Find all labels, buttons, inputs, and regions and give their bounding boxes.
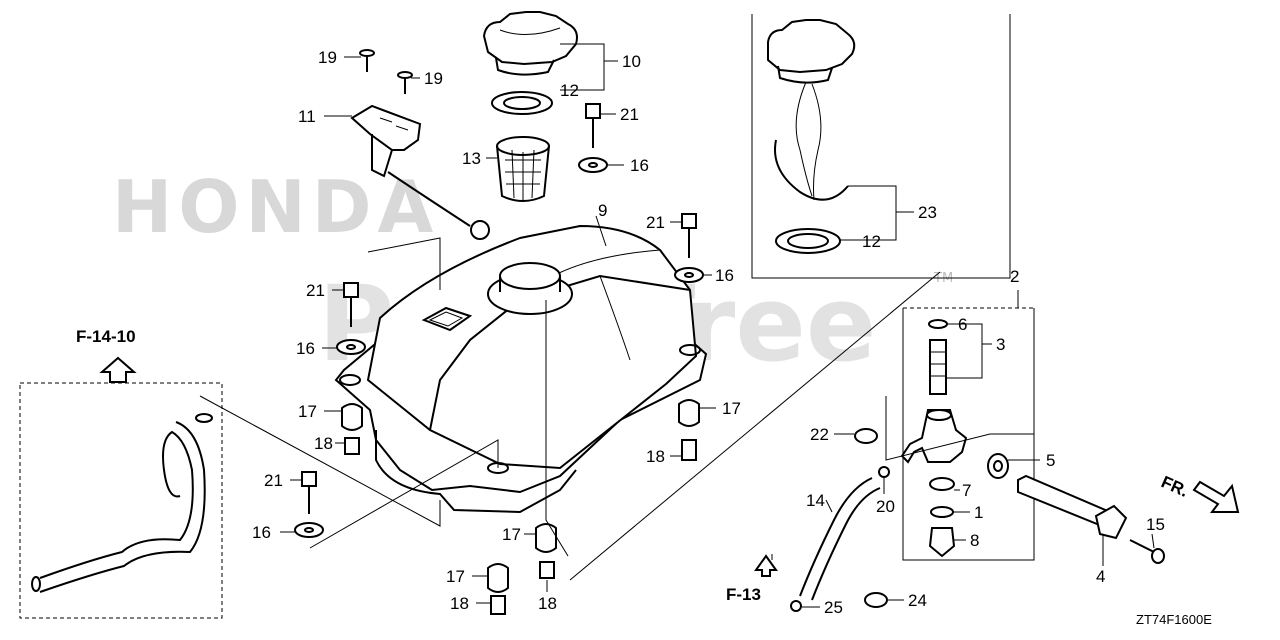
valve-knob-icon[interactable] <box>928 527 956 558</box>
callout-24[interactable]: 24 <box>908 591 927 610</box>
callout-21[interactable]: 21 <box>646 213 665 232</box>
fuel-cap-icon[interactable] <box>482 11 578 76</box>
callout-6[interactable]: 6 <box>958 315 967 334</box>
callout-14[interactable]: 14 <box>806 491 825 510</box>
honda-watermark: HONDA <box>112 165 439 249</box>
callout-23[interactable]: 23 <box>918 203 937 222</box>
fuel-strainer-icon[interactable] <box>496 136 550 202</box>
front-direction-arrow-icon <box>1192 480 1240 513</box>
reference-f-13[interactable]: F-13 <box>726 585 761 604</box>
fuel-valve-icon[interactable] <box>900 409 968 464</box>
callout-12[interactable]: 12 <box>862 232 881 251</box>
callout-3[interactable]: 3 <box>996 335 1005 354</box>
screw-icon[interactable] <box>397 71 413 94</box>
screw-icon[interactable] <box>359 49 375 72</box>
callout-labels: 19 19 11 10 12 13 21 16 9 21 16 21 16 17… <box>252 48 1165 617</box>
hose-clip-icon[interactable] <box>878 466 890 478</box>
callout-19[interactable]: 19 <box>318 48 337 67</box>
fuel-tank-icon[interactable] <box>334 224 708 514</box>
cushion-icon[interactable] <box>341 403 363 431</box>
callout-17[interactable]: 17 <box>446 567 465 586</box>
valve-spring-icon[interactable] <box>929 477 955 491</box>
callout-25[interactable]: 25 <box>824 598 843 617</box>
callout-18[interactable]: 18 <box>450 594 469 613</box>
bolt-icon[interactable] <box>585 103 601 148</box>
cap-gasket-icon[interactable] <box>775 228 841 254</box>
valve-packing-icon[interactable] <box>930 506 954 518</box>
diagram-code: ZT74F1600E <box>1136 612 1212 627</box>
callout-7[interactable]: 7 <box>962 481 971 500</box>
screw-icon[interactable] <box>1129 539 1165 564</box>
front-direction-label: FR. <box>1158 472 1191 500</box>
callout-4[interactable]: 4 <box>1096 567 1105 586</box>
washer-icon[interactable] <box>578 157 608 173</box>
callout-2[interactable]: 2 <box>1010 267 1019 286</box>
fuel-gauge-icon[interactable] <box>350 104 490 240</box>
callout-18[interactable]: 18 <box>538 594 557 613</box>
bolt-icon[interactable] <box>301 471 317 514</box>
callout-9[interactable]: 9 <box>598 201 607 220</box>
callout-18[interactable]: 18 <box>646 447 665 466</box>
callout-21[interactable]: 21 <box>306 281 325 300</box>
hose-clip-icon[interactable] <box>854 428 878 444</box>
callout-12[interactable]: 12 <box>560 81 579 100</box>
cap-gasket-icon[interactable] <box>491 91 553 115</box>
callout-17[interactable]: 17 <box>722 399 741 418</box>
callout-11[interactable]: 11 <box>298 107 316 126</box>
up-arrow-icon <box>99 356 137 383</box>
breather-hose-icon[interactable] <box>31 413 213 593</box>
callout-16[interactable]: 16 <box>630 156 649 175</box>
collar-icon[interactable] <box>681 439 697 461</box>
collar-icon[interactable] <box>344 437 360 455</box>
callout-17[interactable]: 17 <box>298 402 317 421</box>
f13-arrow-icon <box>754 554 778 577</box>
callout-10[interactable]: 10 <box>622 52 641 71</box>
cushion-icon[interactable] <box>487 563 509 593</box>
callout-20[interactable]: 20 <box>876 497 895 516</box>
callout-16[interactable]: 16 <box>715 266 734 285</box>
o-ring-icon[interactable] <box>928 319 948 329</box>
fuel-hose-icon[interactable] <box>799 477 881 601</box>
fuel-joint-icon[interactable] <box>1017 474 1128 540</box>
collar-icon[interactable] <box>490 595 506 615</box>
callout-1[interactable]: 1 <box>974 503 983 522</box>
callout-18[interactable]: 18 <box>314 434 333 453</box>
hose-clip-icon[interactable] <box>864 592 888 608</box>
callout-5[interactable]: 5 <box>1046 451 1055 470</box>
bolt-icon[interactable] <box>681 213 697 258</box>
washer-icon[interactable] <box>336 339 366 355</box>
callout-15[interactable]: 15 <box>1146 515 1165 534</box>
callout-17[interactable]: 17 <box>502 525 521 544</box>
cap-variant-frame <box>751 14 1011 279</box>
reference-f-14-10[interactable]: F-14-10 <box>76 327 136 346</box>
callout-16[interactable]: 16 <box>252 523 271 542</box>
leader-lines <box>280 43 1155 608</box>
cushion-icon[interactable] <box>535 523 557 553</box>
washer-icon[interactable] <box>674 267 704 283</box>
callout-19[interactable]: 19 <box>424 69 443 88</box>
collar-icon[interactable] <box>539 561 555 579</box>
callout-21[interactable]: 21 <box>620 105 639 124</box>
callout-16[interactable]: 16 <box>296 339 315 358</box>
callout-21[interactable]: 21 <box>264 471 283 490</box>
washer-icon[interactable] <box>294 522 324 538</box>
washer-icon[interactable] <box>987 453 1009 479</box>
callout-22[interactable]: 22 <box>810 425 829 444</box>
callout-13[interactable]: 13 <box>462 149 481 168</box>
valve-filter-icon[interactable] <box>929 339 947 395</box>
chained-fuel-cap-icon[interactable] <box>767 19 856 201</box>
callout-8[interactable]: 8 <box>970 531 979 550</box>
cushion-icon[interactable] <box>678 399 700 427</box>
hose-clip-icon[interactable] <box>790 600 802 612</box>
